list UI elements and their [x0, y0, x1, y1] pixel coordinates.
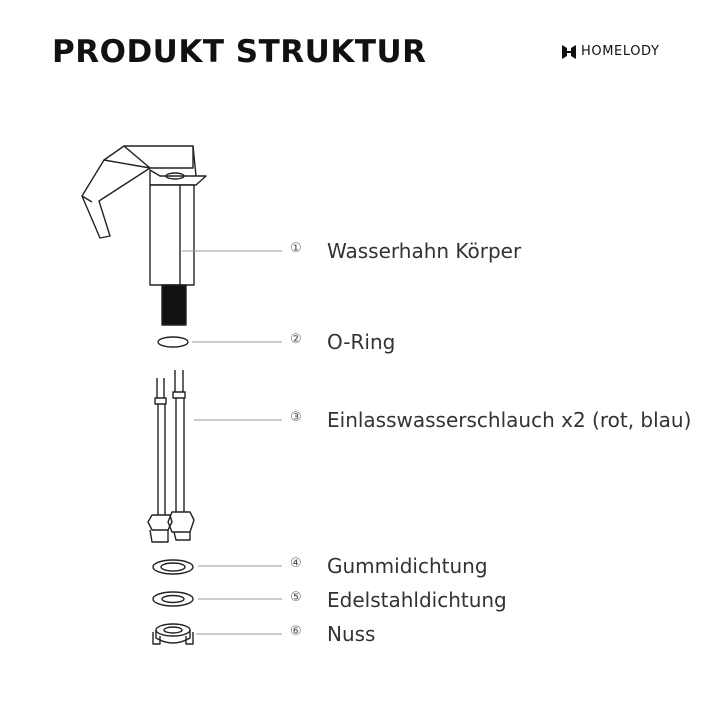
part-label: O-Ring [327, 330, 396, 354]
brand-logo: HOMELODY [562, 44, 660, 59]
leader-lines [182, 250, 282, 635]
homelody-logo-icon [562, 44, 576, 59]
part-label: Wasserhahn Körper [327, 239, 522, 263]
part-number: ⑥ [290, 624, 302, 639]
inlet-hoses-drawing [147, 370, 195, 543]
part-number: ① [290, 241, 302, 256]
rubber-gasket-drawing [152, 559, 194, 575]
part-label: Gummidichtung [327, 554, 488, 578]
steel-washer-drawing [152, 591, 194, 607]
part-number: ② [290, 332, 302, 347]
part-1: ① Wasserhahn Körper [0, 239, 720, 263]
o-ring-drawing [157, 336, 189, 348]
part-number: ③ [290, 410, 302, 425]
part-label: Edelstahldichtung [327, 588, 507, 612]
brand-name: HOMELODY [581, 44, 660, 59]
part-label: Nuss [327, 622, 376, 646]
part-label: Einlasswasserschlauch x2 (rot, blau) [327, 408, 692, 432]
page-title: PRODUKT STRUKTUR [52, 34, 427, 70]
part-4: ④ Gummidichtung [0, 554, 720, 578]
nut-drawing [152, 623, 194, 645]
part-3: ③ Einlasswasserschlauch x2 (rot, blau) [0, 408, 720, 432]
faucet-body-drawing [81, 145, 207, 326]
part-2: ② O-Ring [0, 330, 720, 354]
part-number: ⑤ [290, 590, 302, 605]
part-5: ⑤ Edelstahldichtung [0, 588, 720, 612]
part-6: ⑥ Nuss [0, 622, 720, 646]
part-number: ④ [290, 556, 302, 571]
